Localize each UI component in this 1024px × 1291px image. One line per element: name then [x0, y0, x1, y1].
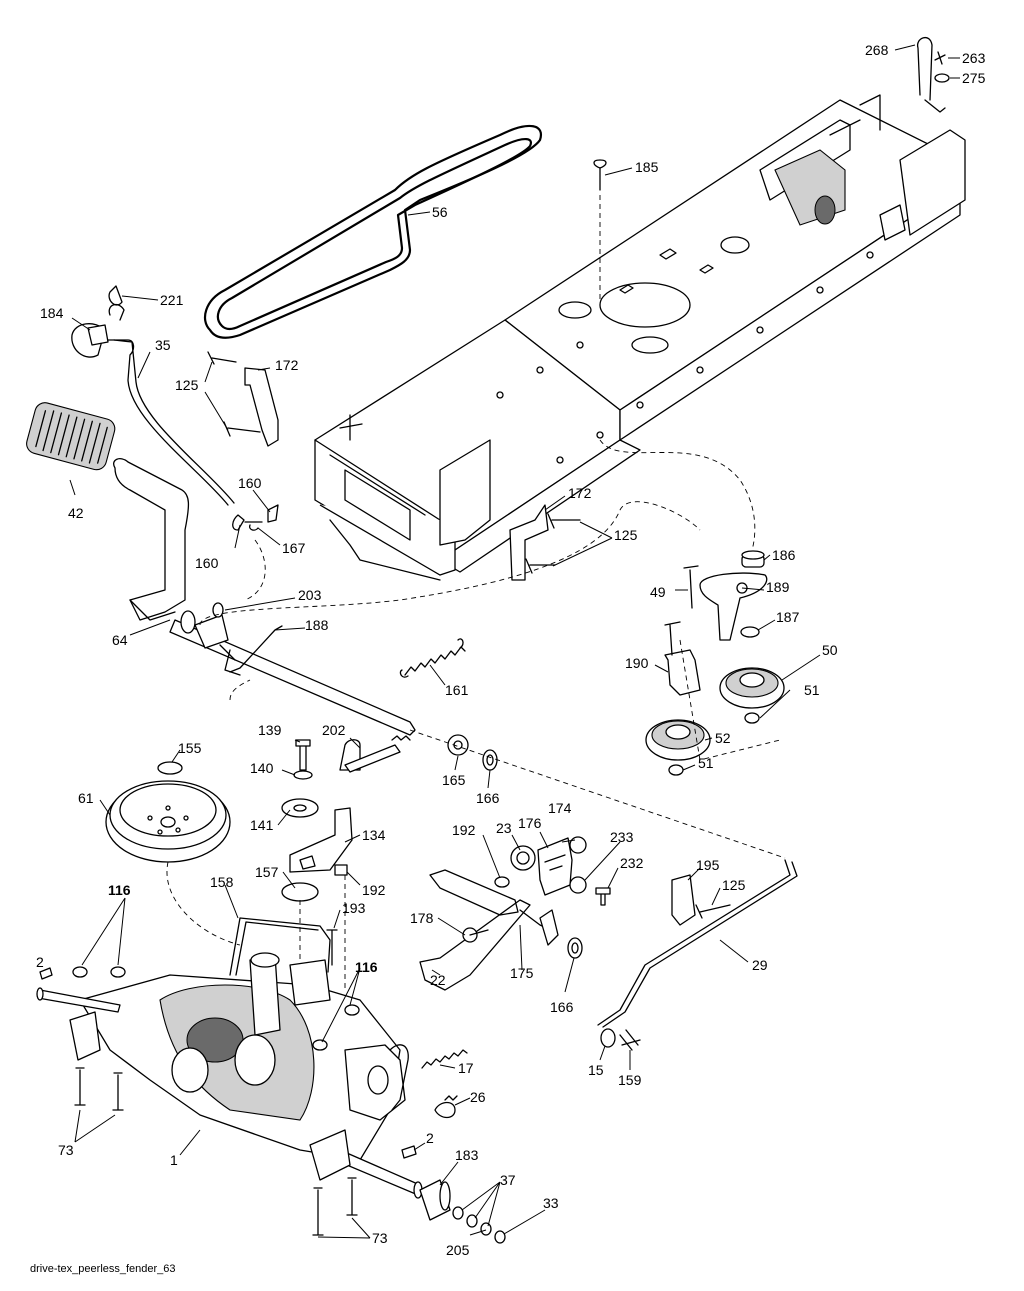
drive-belt: [203, 124, 543, 339]
callout-166-upper: 166: [476, 790, 500, 806]
callout-17: 17: [458, 1060, 474, 1076]
callout-61: 61: [78, 790, 94, 806]
callout-187: 187: [776, 609, 800, 625]
callout-188: 188: [305, 617, 329, 633]
callout-178: 178: [410, 910, 434, 926]
diagram-caption: drive-tex_peerless_fender_63: [30, 1263, 176, 1275]
callout-233: 233: [610, 829, 634, 845]
control-lever: [494, 836, 611, 906]
callout-125-mid: 125: [614, 527, 638, 543]
callout-172-upper: 172: [275, 357, 299, 373]
callout-125-right: 125: [722, 877, 746, 893]
callout-49: 49: [650, 584, 666, 600]
shift-linkage: [281, 735, 411, 902]
brake-assembly: [26, 285, 581, 736]
callout-176: 176: [518, 815, 542, 831]
callout-2-left: 2: [36, 954, 44, 970]
bolt-185: [593, 159, 607, 191]
callout-268: 268: [865, 42, 889, 58]
callout-35: 35: [155, 337, 171, 353]
callout-134: 134: [362, 827, 386, 843]
routing-lines: [166, 195, 786, 990]
callout-167: 167: [282, 540, 306, 556]
callout-116-left: 116: [108, 882, 131, 898]
callout-159: 159: [618, 1072, 642, 1088]
callout-205: 205: [446, 1242, 470, 1258]
callout-203: 203: [298, 587, 322, 603]
callout-15: 15: [588, 1062, 604, 1078]
callout-labels: 268 263 275 185 56 221 184 35 172 125 42…: [36, 42, 986, 1258]
callout-189: 189: [766, 579, 790, 595]
callout-52: 52: [715, 730, 731, 746]
washers: [447, 734, 583, 959]
callout-158: 158: [210, 874, 234, 890]
callout-192-upper: 192: [452, 822, 476, 838]
callout-185: 185: [635, 159, 659, 175]
callout-23: 23: [496, 820, 512, 836]
callout-221: 221: [160, 292, 184, 308]
linkage-arm: [419, 869, 559, 991]
callout-51-upper: 51: [804, 682, 820, 698]
callout-64: 64: [112, 632, 128, 648]
callout-26: 26: [470, 1089, 486, 1105]
callout-1: 1: [170, 1152, 178, 1168]
callout-2-right: 2: [426, 1130, 434, 1146]
callout-73-left: 73: [58, 1142, 74, 1158]
callout-157: 157: [255, 864, 279, 880]
callout-184: 184: [40, 305, 64, 321]
callout-202: 202: [322, 722, 346, 738]
callout-183: 183: [455, 1147, 479, 1163]
callout-141: 141: [250, 817, 274, 833]
callout-56: 56: [432, 204, 448, 220]
springs: [399, 638, 468, 1119]
callout-42: 42: [68, 505, 84, 521]
callout-172-lower: 172: [568, 485, 592, 501]
callout-166-lower: 166: [550, 999, 574, 1015]
callout-51-lower: 51: [698, 755, 714, 771]
callout-160-lower: 160: [195, 555, 219, 571]
callout-186: 186: [772, 547, 796, 563]
callout-50: 50: [822, 642, 838, 658]
callout-139: 139: [258, 722, 282, 738]
callout-165: 165: [442, 772, 466, 788]
callout-175: 175: [510, 965, 534, 981]
callout-174: 174: [548, 800, 572, 816]
callout-160-upper: 160: [238, 475, 262, 491]
callout-116-right: 116: [355, 959, 378, 975]
callout-161: 161: [445, 682, 469, 698]
callout-29: 29: [752, 957, 768, 973]
leader-lines: [69, 44, 960, 1239]
callout-232: 232: [620, 855, 644, 871]
callout-193: 193: [342, 900, 366, 916]
rear-hitch-pin: [917, 36, 950, 113]
callout-73-bottom: 73: [372, 1230, 388, 1246]
transaxle: [36, 917, 423, 1236]
callout-22: 22: [430, 972, 446, 988]
callout-190: 190: [625, 655, 649, 671]
callout-192-lower: 192: [362, 882, 386, 898]
callout-140: 140: [250, 760, 274, 776]
callout-33: 33: [543, 1195, 559, 1211]
callout-125-upper: 125: [175, 377, 199, 393]
callout-155: 155: [178, 740, 202, 756]
callout-263: 263: [962, 50, 986, 66]
transaxle-pulley: [105, 761, 231, 863]
idler-pulley-assembly: [645, 550, 785, 776]
callout-37: 37: [500, 1172, 516, 1188]
callout-195: 195: [696, 857, 720, 873]
ground-speed-rod: [597, 859, 798, 1051]
callout-275: 275: [962, 70, 986, 86]
chassis-frame: [314, 94, 966, 581]
axle-hardware: [419, 1179, 506, 1244]
